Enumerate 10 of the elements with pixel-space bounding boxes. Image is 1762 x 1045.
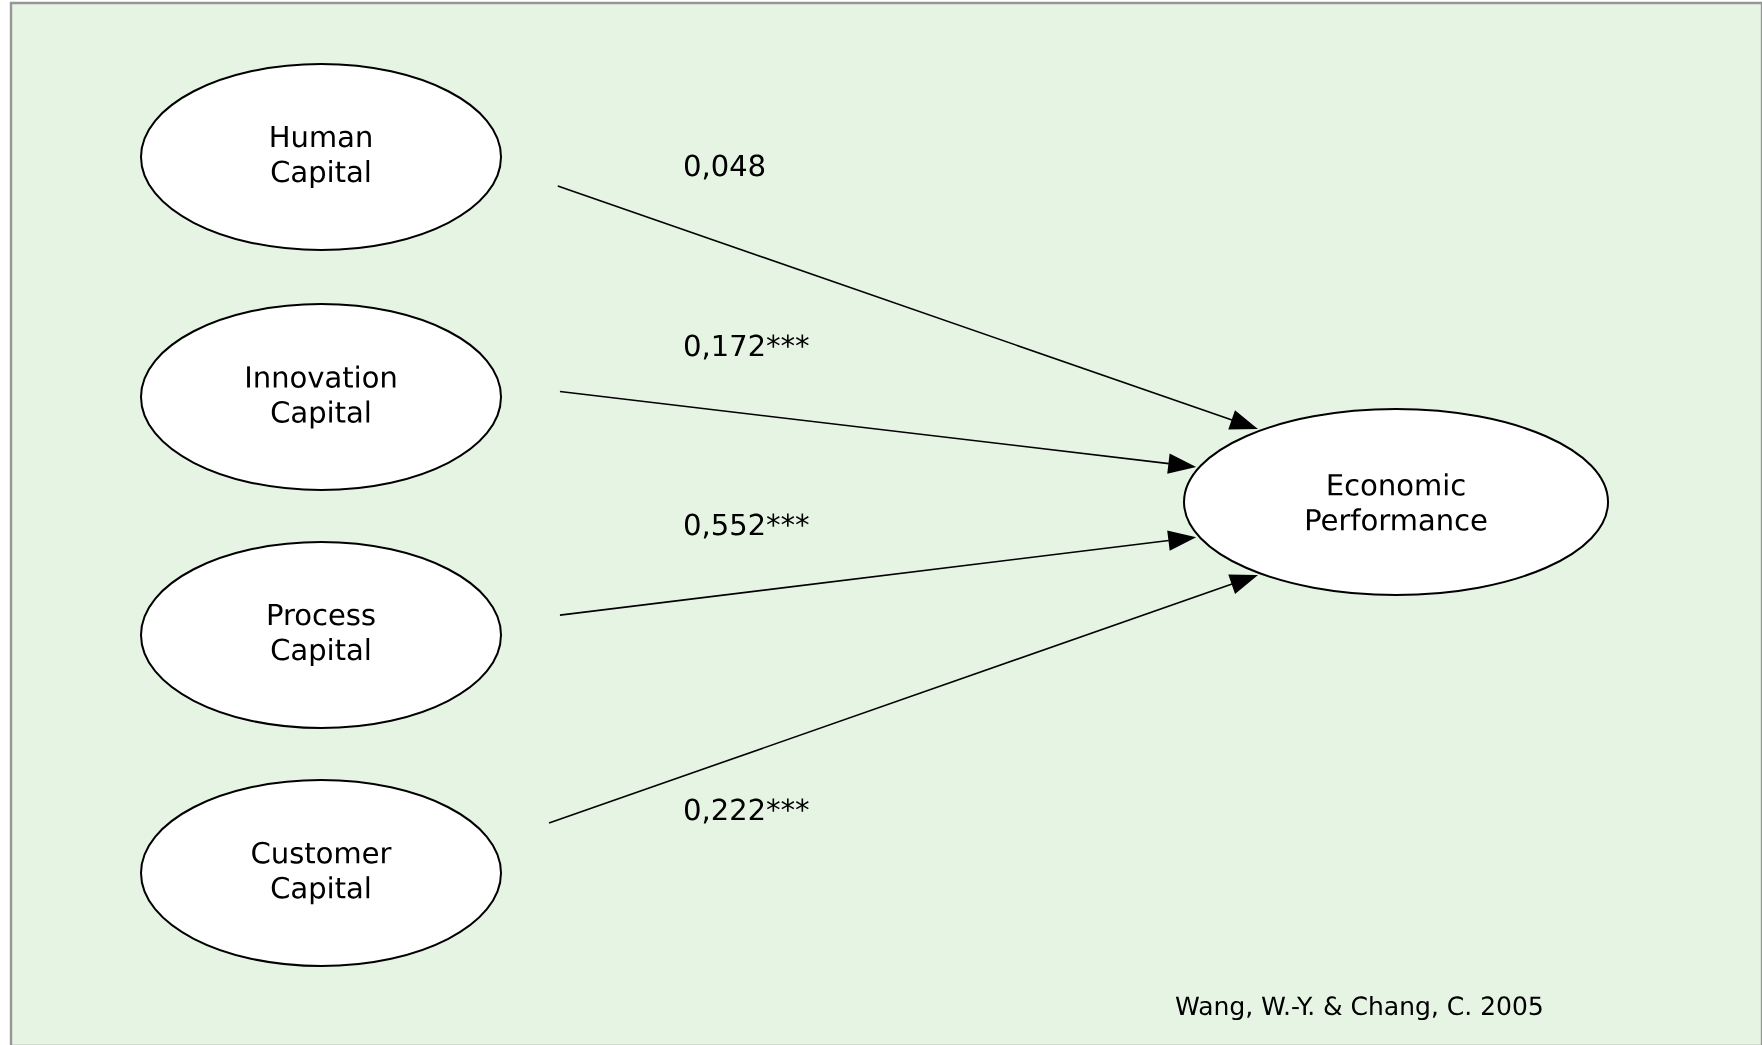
ellipse-node: Economic Performance: [1183, 408, 1609, 596]
ellipse-node: Process Capital: [140, 541, 502, 729]
ellipse-node: Innovation Capital: [140, 303, 502, 491]
edge-label: 0,552***: [685, 513, 809, 539]
edge-label: 0,048: [685, 154, 765, 180]
citation: Wang, W.-Y. & Chang, C. 2005: [1175, 995, 1542, 1021]
edge-label: 0,172***: [685, 334, 809, 360]
ellipse-node: Customer Capital: [140, 779, 502, 967]
ellipse-node: Human Capital: [140, 63, 502, 251]
edge-label: 0,222***: [685, 798, 809, 824]
